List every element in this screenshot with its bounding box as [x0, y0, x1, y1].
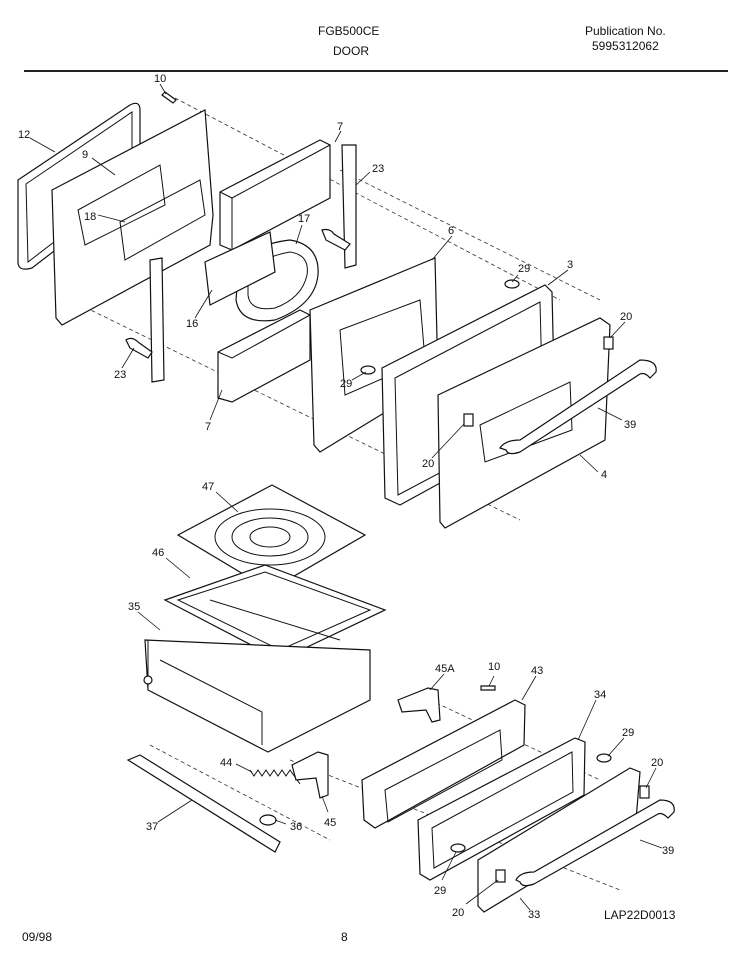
callout-29-mid: 29: [340, 378, 352, 390]
clip-part-29-bottom: [450, 843, 466, 853]
insulation-part-7-bottom: [217, 309, 311, 403]
broiler-pan-part-46: [163, 564, 387, 661]
callout-45: 45: [324, 817, 336, 829]
callout-leaders: [29, 83, 663, 911]
model-number: FGB500CE: [318, 24, 380, 38]
insulation-sheet-part-16: [204, 231, 276, 306]
drawer-rail-part-37: [126, 754, 281, 853]
callout-23-top: 23: [372, 163, 384, 175]
callout-4: 4: [601, 469, 607, 481]
callout-20-top: 20: [620, 311, 632, 323]
callout-7-bottom: 7: [205, 421, 211, 433]
callout-39-top: 39: [624, 419, 636, 431]
inner-door-liner-part-9: [51, 109, 214, 326]
callout-46: 46: [152, 547, 164, 559]
callout-numbers: 10 12 9 18 7 23 17 16 6 29 3 20 23 7 29 …: [18, 73, 674, 921]
drawer-bracket-part-45A: [397, 687, 441, 723]
drawer-bracket-part-45: [291, 751, 329, 799]
handle-clip-part-20-bottom: [495, 869, 506, 883]
callout-10-top: 10: [154, 73, 166, 85]
handle-clip-part-20-mid: [463, 413, 474, 427]
callout-20-mid: 20: [422, 458, 434, 470]
spring-part-44: [249, 769, 301, 785]
clip-part-29-low: [596, 753, 612, 763]
broiler-insert-part-47: [176, 484, 367, 591]
callout-7-top: 7: [337, 121, 343, 133]
callout-47: 47: [202, 481, 214, 493]
inner-panel-part-6: [309, 257, 439, 453]
callout-3: 3: [567, 259, 573, 271]
callout-35: 35: [128, 601, 140, 613]
callout-43: 43: [531, 665, 543, 677]
callout-16: 16: [186, 318, 198, 330]
section-title: DOOR: [333, 44, 369, 58]
callout-33: 33: [528, 909, 540, 921]
callout-37: 37: [146, 821, 158, 833]
callout-20-low: 20: [651, 757, 663, 769]
clip-part-29-top: [504, 279, 520, 289]
callout-44: 44: [220, 757, 232, 769]
callout-29-bottom: 29: [434, 885, 446, 897]
drawer-body-part-35: [144, 639, 371, 753]
callout-18: 18: [84, 211, 96, 223]
callout-12: 12: [18, 129, 30, 141]
callout-45A: 45A: [435, 663, 455, 675]
page-number: 8: [341, 930, 348, 944]
drawing-code: LAP22D0013: [604, 908, 676, 922]
callout-39-bottom: 39: [662, 845, 674, 857]
outer-door-panel-part-4: [437, 317, 611, 529]
callout-10-bottom: 10: [488, 661, 500, 673]
callout-29-low: 29: [622, 727, 634, 739]
publication-date: 09/98: [22, 930, 53, 944]
handle-clip-part-20-top: [603, 336, 614, 350]
callout-20-bottom: 20: [452, 907, 464, 919]
header-rule: [24, 70, 728, 72]
hinge-part-23-bottom: [149, 257, 165, 383]
drawer-front-inner-part-43: [361, 699, 526, 829]
callout-34: 34: [594, 689, 606, 701]
callout-6: 6: [448, 225, 454, 237]
screw-part-10-bottom: [480, 685, 496, 691]
screw-part-10-top: [161, 91, 177, 104]
callout-23-bottom: 23: [114, 369, 126, 381]
drawer-handle-part-39-bottom: [515, 799, 675, 887]
callout-36: 36: [290, 821, 302, 833]
publication-number: 5995312062: [592, 39, 659, 53]
callout-29-top: 29: [518, 263, 530, 275]
callout-17: 17: [298, 213, 310, 225]
hinge-part-23-top: [341, 144, 357, 269]
insulation-part-7-top: [219, 139, 331, 251]
door-handle-part-39-top: [499, 359, 657, 455]
clip-part-29-mid: [360, 365, 376, 375]
roller-part-36: [259, 814, 277, 826]
callout-9: 9: [82, 149, 88, 161]
handle-clip-part-20-low: [639, 785, 650, 799]
publication-label: Publication No.: [585, 24, 666, 38]
